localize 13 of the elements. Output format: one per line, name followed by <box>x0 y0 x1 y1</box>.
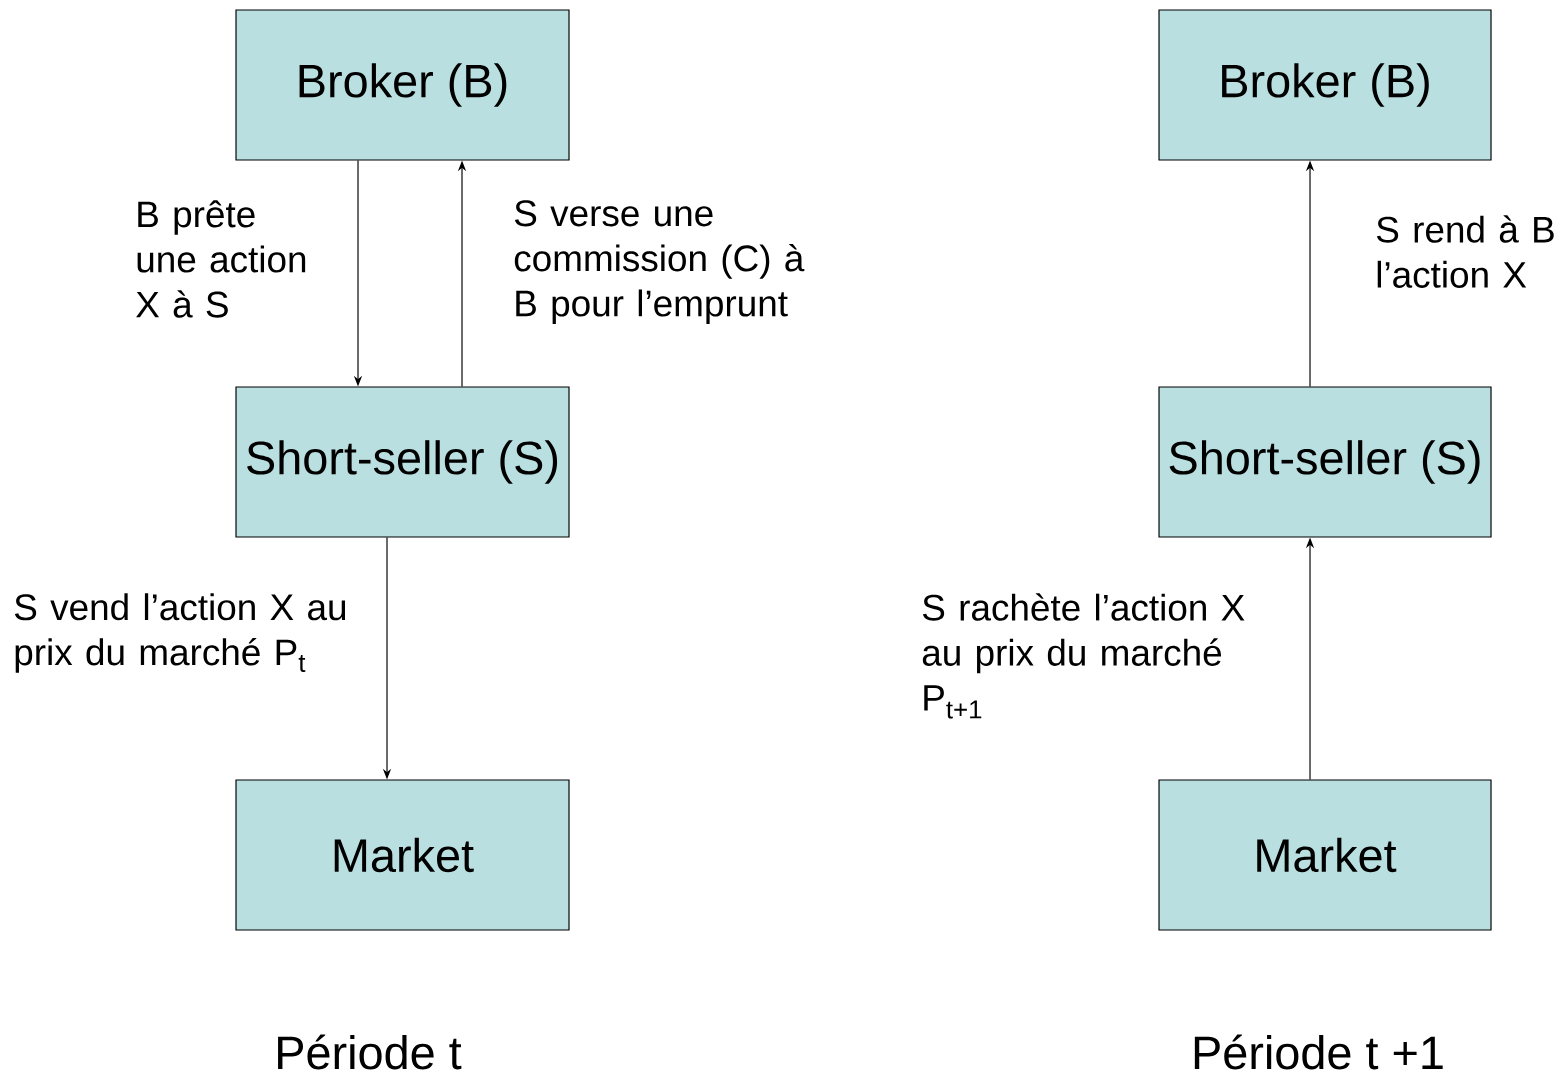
process-box: Market <box>235 779 570 931</box>
edge-label: S rend à B l’action X <box>1376 215 1554 288</box>
process-box: Short-seller (S) <box>1158 386 1492 538</box>
edge-label: S verse une commission (C) à B pour l’emprunt <box>514 200 805 324</box>
process-box: Short-seller (S) <box>235 386 570 538</box>
period-label: Période t +1 <box>1194 1034 1443 1070</box>
process-box: Broker (B) <box>235 9 570 161</box>
edge-label: S rachète l’action X au prix du marché P$_{t+1}$ <box>922 593 1245 719</box>
period-label: Période t <box>278 1034 462 1070</box>
edge-label: B prête une action X à S <box>136 200 306 318</box>
process-box: Market <box>1158 779 1492 931</box>
process-box: Broker (B) <box>1158 9 1492 161</box>
edge-label: S vend l’action X au prix du marché P$_{t}$ <box>14 593 346 673</box>
